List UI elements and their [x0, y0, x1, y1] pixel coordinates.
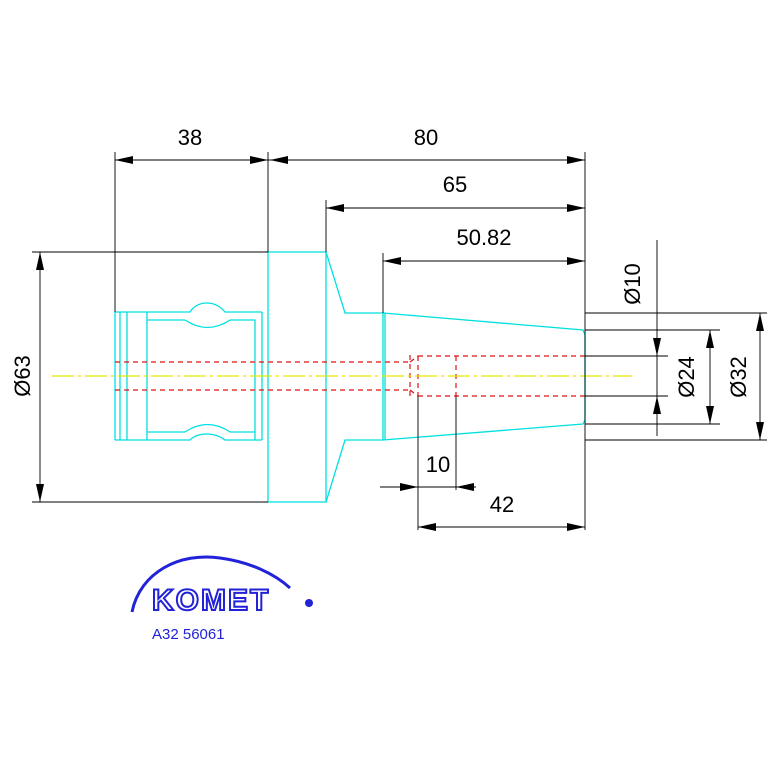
dim-50-82-label: 50.82	[456, 225, 511, 250]
registered-mark-icon	[305, 599, 313, 607]
dim-10-label: 10	[426, 452, 450, 477]
dim-80-label: 80	[414, 125, 438, 150]
dia-10-label: Ø10	[620, 263, 645, 305]
part-outline	[114, 251, 586, 503]
dim-38-label: 38	[178, 125, 202, 150]
logo-text: KOMET	[152, 584, 270, 617]
dia-32-label: Ø32	[726, 356, 751, 398]
dim-65-label: 65	[443, 172, 467, 197]
komet-logo: KOMET	[130, 555, 313, 618]
dimension-lines	[32, 152, 767, 531]
dim-42-label: 42	[490, 492, 514, 517]
dia-63-label: Ø63	[10, 355, 35, 397]
part-number: A32 56061	[152, 626, 225, 643]
logo-arc	[130, 555, 292, 613]
dia-24-label: Ø24	[674, 356, 699, 398]
